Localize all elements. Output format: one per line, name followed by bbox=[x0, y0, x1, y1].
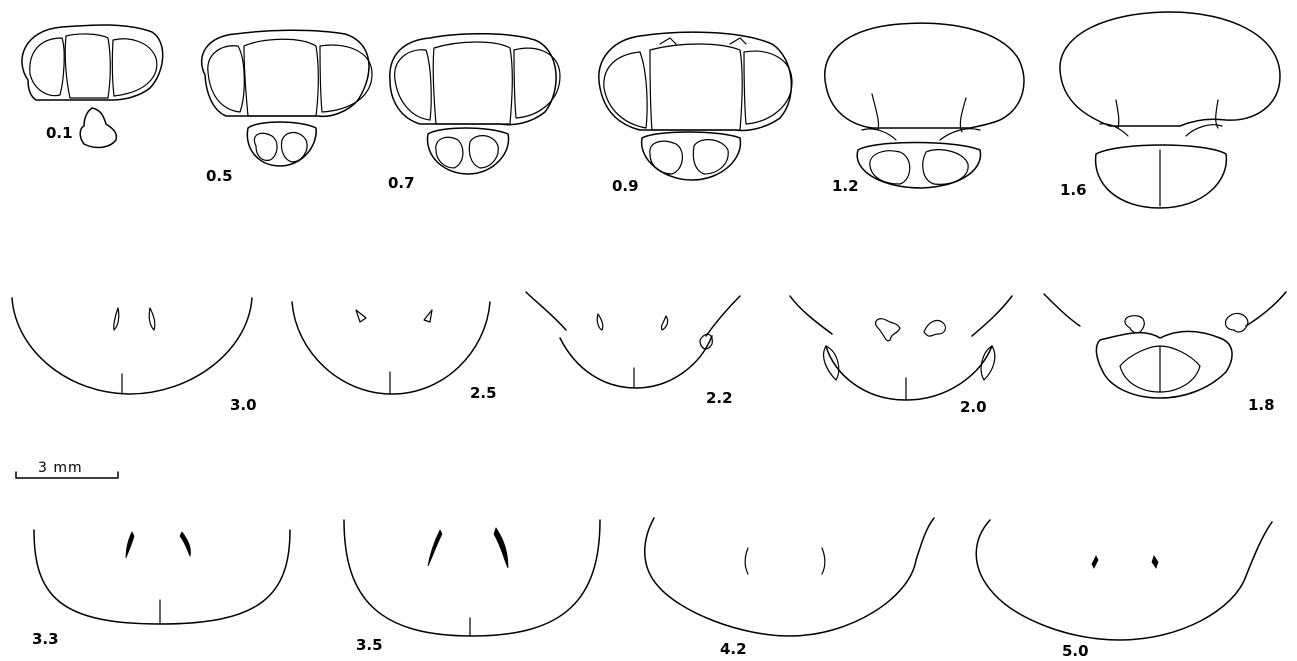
section-label: 0.5 bbox=[206, 167, 233, 185]
scale-bar-label: 3 mm bbox=[38, 460, 83, 476]
section-label: 0.7 bbox=[388, 174, 415, 192]
section-3.5: 3.5 bbox=[344, 520, 600, 654]
section-label: 3.3 bbox=[32, 630, 59, 648]
section-5.0: 5.0 bbox=[976, 520, 1272, 657]
section-label: 1.6 bbox=[1060, 181, 1087, 199]
section-0.1: 0.1 bbox=[22, 25, 163, 148]
section-label: 4.2 bbox=[720, 640, 747, 657]
section-label: 5.0 bbox=[1062, 642, 1089, 657]
section-label: 1.8 bbox=[1248, 396, 1275, 414]
section-2.5: 2.5 bbox=[292, 302, 497, 402]
section-label: 0.1 bbox=[46, 124, 73, 142]
section-0.9: 0.9 bbox=[599, 32, 792, 195]
section-3.3: 3.3 bbox=[32, 530, 290, 648]
section-3.0: 3.0 bbox=[12, 298, 257, 414]
section-0.7: 0.7 bbox=[388, 34, 560, 192]
section-0.5: 0.5 bbox=[202, 30, 372, 185]
section-label: 1.2 bbox=[832, 177, 859, 195]
section-1.8: 1.8 bbox=[1044, 292, 1286, 414]
section-label: 3.0 bbox=[230, 396, 257, 414]
section-label: 2.2 bbox=[706, 389, 733, 407]
section-label: 0.9 bbox=[612, 177, 639, 195]
section-1.6: 1.6 bbox=[1060, 12, 1280, 208]
section-label: 2.0 bbox=[960, 398, 987, 416]
section-label: 3.5 bbox=[356, 636, 383, 654]
section-label: 2.5 bbox=[470, 384, 497, 402]
section-2.2: 2.2 bbox=[526, 292, 740, 407]
section-1.2: 1.2 bbox=[825, 23, 1024, 195]
scale-bar: 3 mm bbox=[16, 460, 118, 478]
section-2.0: 2.0 bbox=[790, 296, 1012, 416]
section-4.2: 4.2 bbox=[645, 518, 934, 657]
